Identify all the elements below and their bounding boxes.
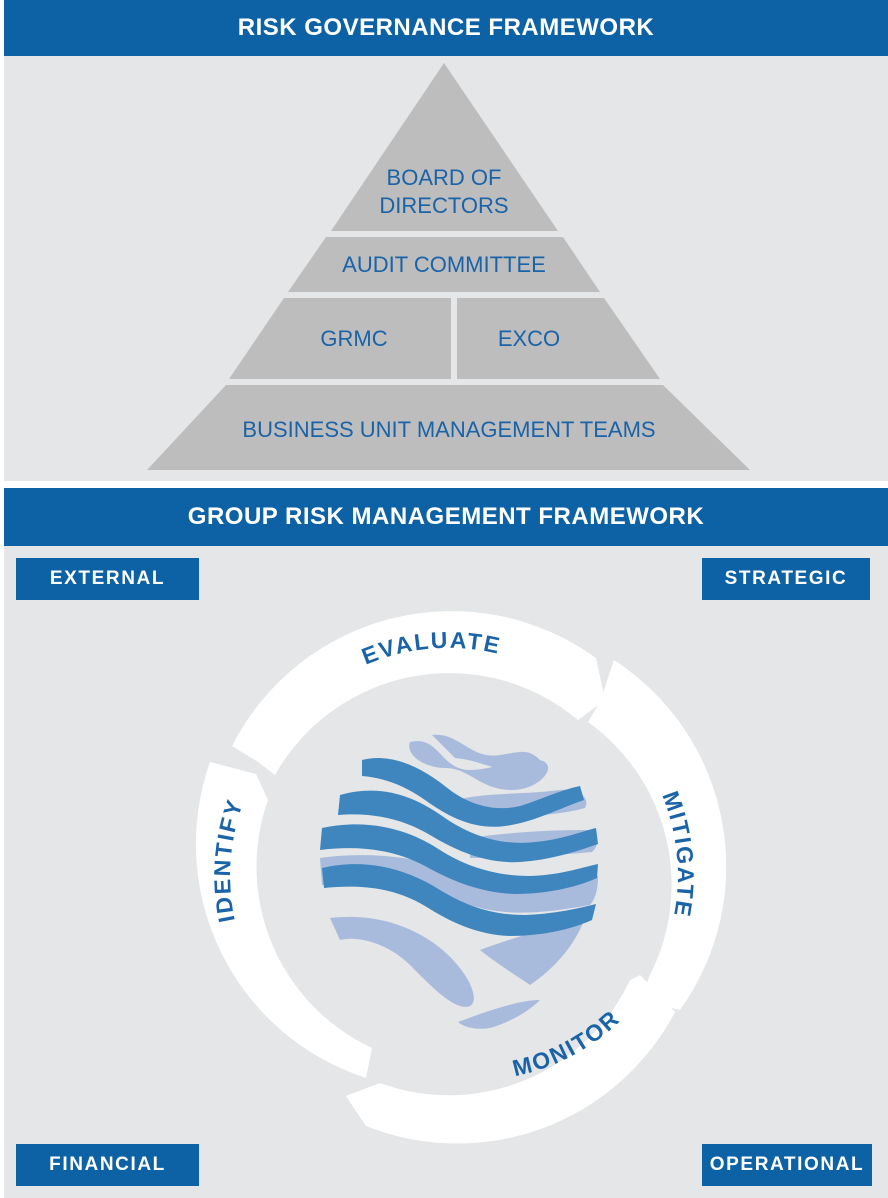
governance-pyramid — [147, 63, 750, 470]
category-operational: OPERATIONAL — [702, 1144, 872, 1186]
governance-panel: RISK GOVERNANCE FRAMEWORK BOARD OF DIREC… — [4, 0, 888, 481]
category-financial: FINANCIAL — [16, 1144, 199, 1186]
governance-title: RISK GOVERNANCE FRAMEWORK — [4, 0, 888, 56]
category-strategic: STRATEGIC — [702, 558, 870, 600]
cycle-ring — [195, 611, 727, 1144]
board-of-directors-label: BOARD OF DIRECTORS — [344, 160, 544, 224]
cycle-segment-evaluate — [232, 611, 605, 775]
pyramid-tier-exco — [457, 298, 660, 379]
pyramid-tier-grmc — [229, 298, 451, 379]
pyramid-tier-audit — [288, 237, 600, 292]
category-external: EXTERNAL — [16, 558, 199, 600]
cycle-segment-monitor — [346, 975, 675, 1144]
pyramid-tier-business-units — [147, 385, 750, 470]
cycle-segment-mitigate — [588, 660, 727, 1010]
pyramid-tier-board — [331, 63, 558, 231]
exco-label: EXCO — [497, 326, 561, 351]
cycle-segment-identify — [195, 762, 372, 1078]
risk-management-title: GROUP RISK MANAGEMENT FRAMEWORK — [4, 488, 888, 546]
business-unit-management-teams-label: BUSINESS UNIT MANAGEMENT TEAMS — [242, 417, 656, 442]
globe-logo-icon — [320, 734, 598, 1029]
grmc-label: GRMC — [320, 326, 388, 351]
board-of-directors-text: BOARD OF DIRECTORS — [379, 165, 509, 218]
audit-committee-label: AUDIT COMMITTEE — [342, 252, 546, 277]
